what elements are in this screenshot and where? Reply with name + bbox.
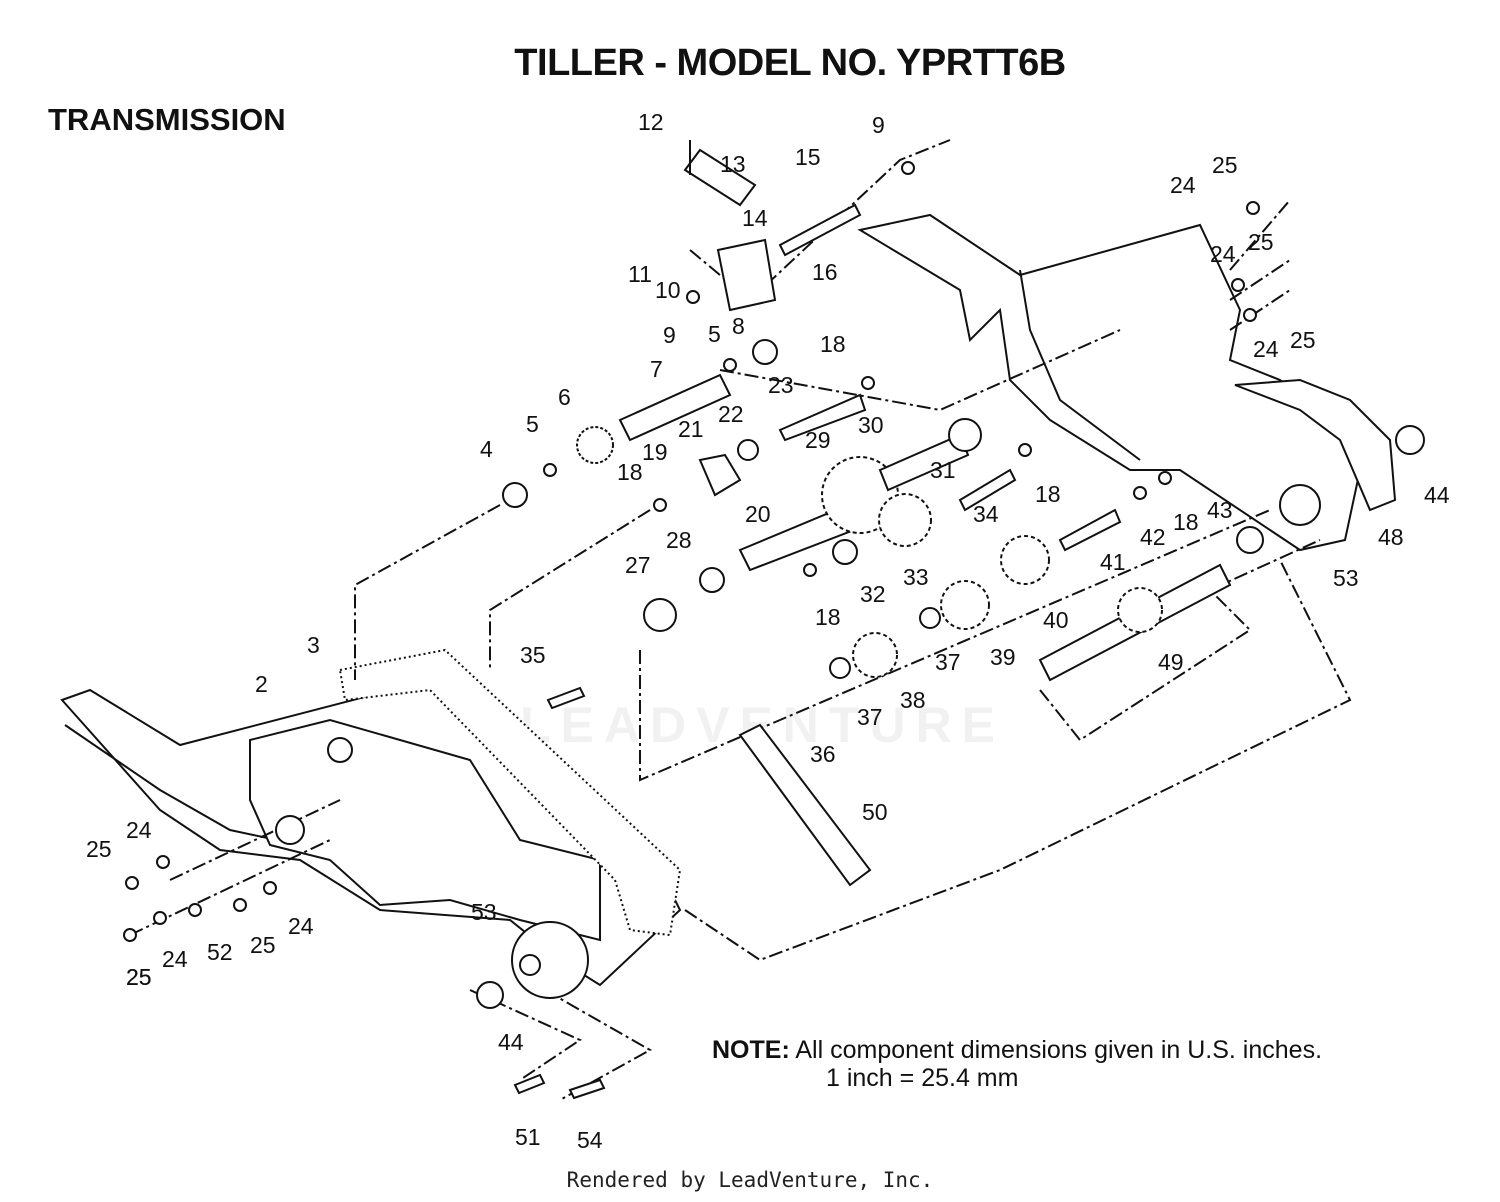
callout-50: 50 [862,799,888,825]
callout-33: 33 [903,564,929,590]
callout-23: 23 [768,372,794,398]
callout-39: 39 [990,644,1016,670]
callout-12: 12 [638,109,664,135]
callout-20: 20 [745,501,771,527]
callout-38: 38 [900,687,926,713]
callout-24: 24 [1253,336,1279,362]
callout-2: 2 [255,671,268,697]
callout-51: 51 [515,1124,541,1150]
note-label: NOTE: [712,1036,790,1064]
callout-labels: 12 13 15 9 25 24 24 25 11 14 10 16 9 5 8… [86,109,1450,1153]
callout-18: 18 [815,604,841,630]
callout-40: 40 [1043,607,1069,633]
callout-25: 25 [250,932,276,958]
callout-22: 22 [718,401,744,427]
callout-34: 34 [973,501,999,527]
callout-44: 44 [1424,482,1450,508]
callout-19: 19 [642,439,668,465]
callout-30: 30 [858,412,884,438]
callout-9: 9 [872,112,885,138]
callout-3: 3 [307,632,320,658]
callout-4: 4 [480,436,493,462]
footer-credit: Rendered by LeadVenture, Inc. [566,1168,934,1192]
callout-5: 5 [708,321,721,347]
callout-41: 41 [1100,549,1126,575]
note-line-1: All component dimensions given in U.S. i… [795,1036,1323,1064]
callout-11: 11 [628,261,652,287]
callout-24: 24 [126,817,152,843]
callout-21: 21 [678,416,704,442]
note-block: NOTE: All component dimensions given in … [712,1036,1322,1092]
gasket-part-3 [338,648,682,937]
callout-44: 44 [498,1029,524,1055]
callout-8: 8 [732,313,745,339]
callout-32: 32 [860,581,886,607]
callout-13: 13 [720,151,746,177]
callout-36: 36 [810,741,836,767]
callout-16: 16 [812,259,838,285]
callout-37: 37 [857,704,883,730]
callout-48: 48 [1378,524,1404,550]
callout-24: 24 [162,946,188,972]
left-housing-part-2 [60,678,682,987]
callout-31: 31 [930,457,956,483]
section-title: TRANSMISSION [48,102,286,137]
callout-25: 25 [126,964,152,990]
callout-18: 18 [820,331,846,357]
callout-35: 35 [520,642,546,668]
callout-49: 49 [1158,649,1184,675]
callout-14: 14 [742,205,768,231]
callout-24: 24 [1210,241,1236,267]
callout-53: 53 [1333,565,1359,591]
callout-18: 18 [1173,509,1199,535]
callout-6: 6 [558,384,571,410]
callout-29: 29 [805,427,831,453]
right-housing [857,213,1397,552]
callout-25: 25 [1248,229,1274,255]
callout-27: 27 [625,552,651,578]
callout-53: 53 [471,899,497,925]
callout-5: 5 [526,411,539,437]
callout-9: 9 [663,322,676,348]
callout-24: 24 [288,913,314,939]
callout-25: 25 [1212,152,1238,178]
callout-52: 52 [207,939,233,965]
callout-28: 28 [666,527,692,553]
callout-18: 18 [1035,481,1061,507]
note-line-2: 1 inch = 25.4 mm [826,1064,1019,1092]
callout-25: 25 [1290,327,1316,353]
callout-10: 10 [655,277,681,303]
callout-42: 42 [1140,524,1166,550]
callout-43: 43 [1207,497,1233,523]
callout-37: 37 [935,649,961,675]
callout-25: 25 [86,836,112,862]
callout-25: 25 [126,964,152,990]
callout-24: 24 [1170,172,1196,198]
callout-54: 54 [577,1127,603,1153]
callout-7: 7 [650,356,663,382]
page-title: TILLER - MODEL NO. YPRTT6B [514,42,1066,84]
callout-15: 15 [795,144,821,170]
drive-parts [123,140,1425,1100]
callout-18: 18 [617,459,643,485]
